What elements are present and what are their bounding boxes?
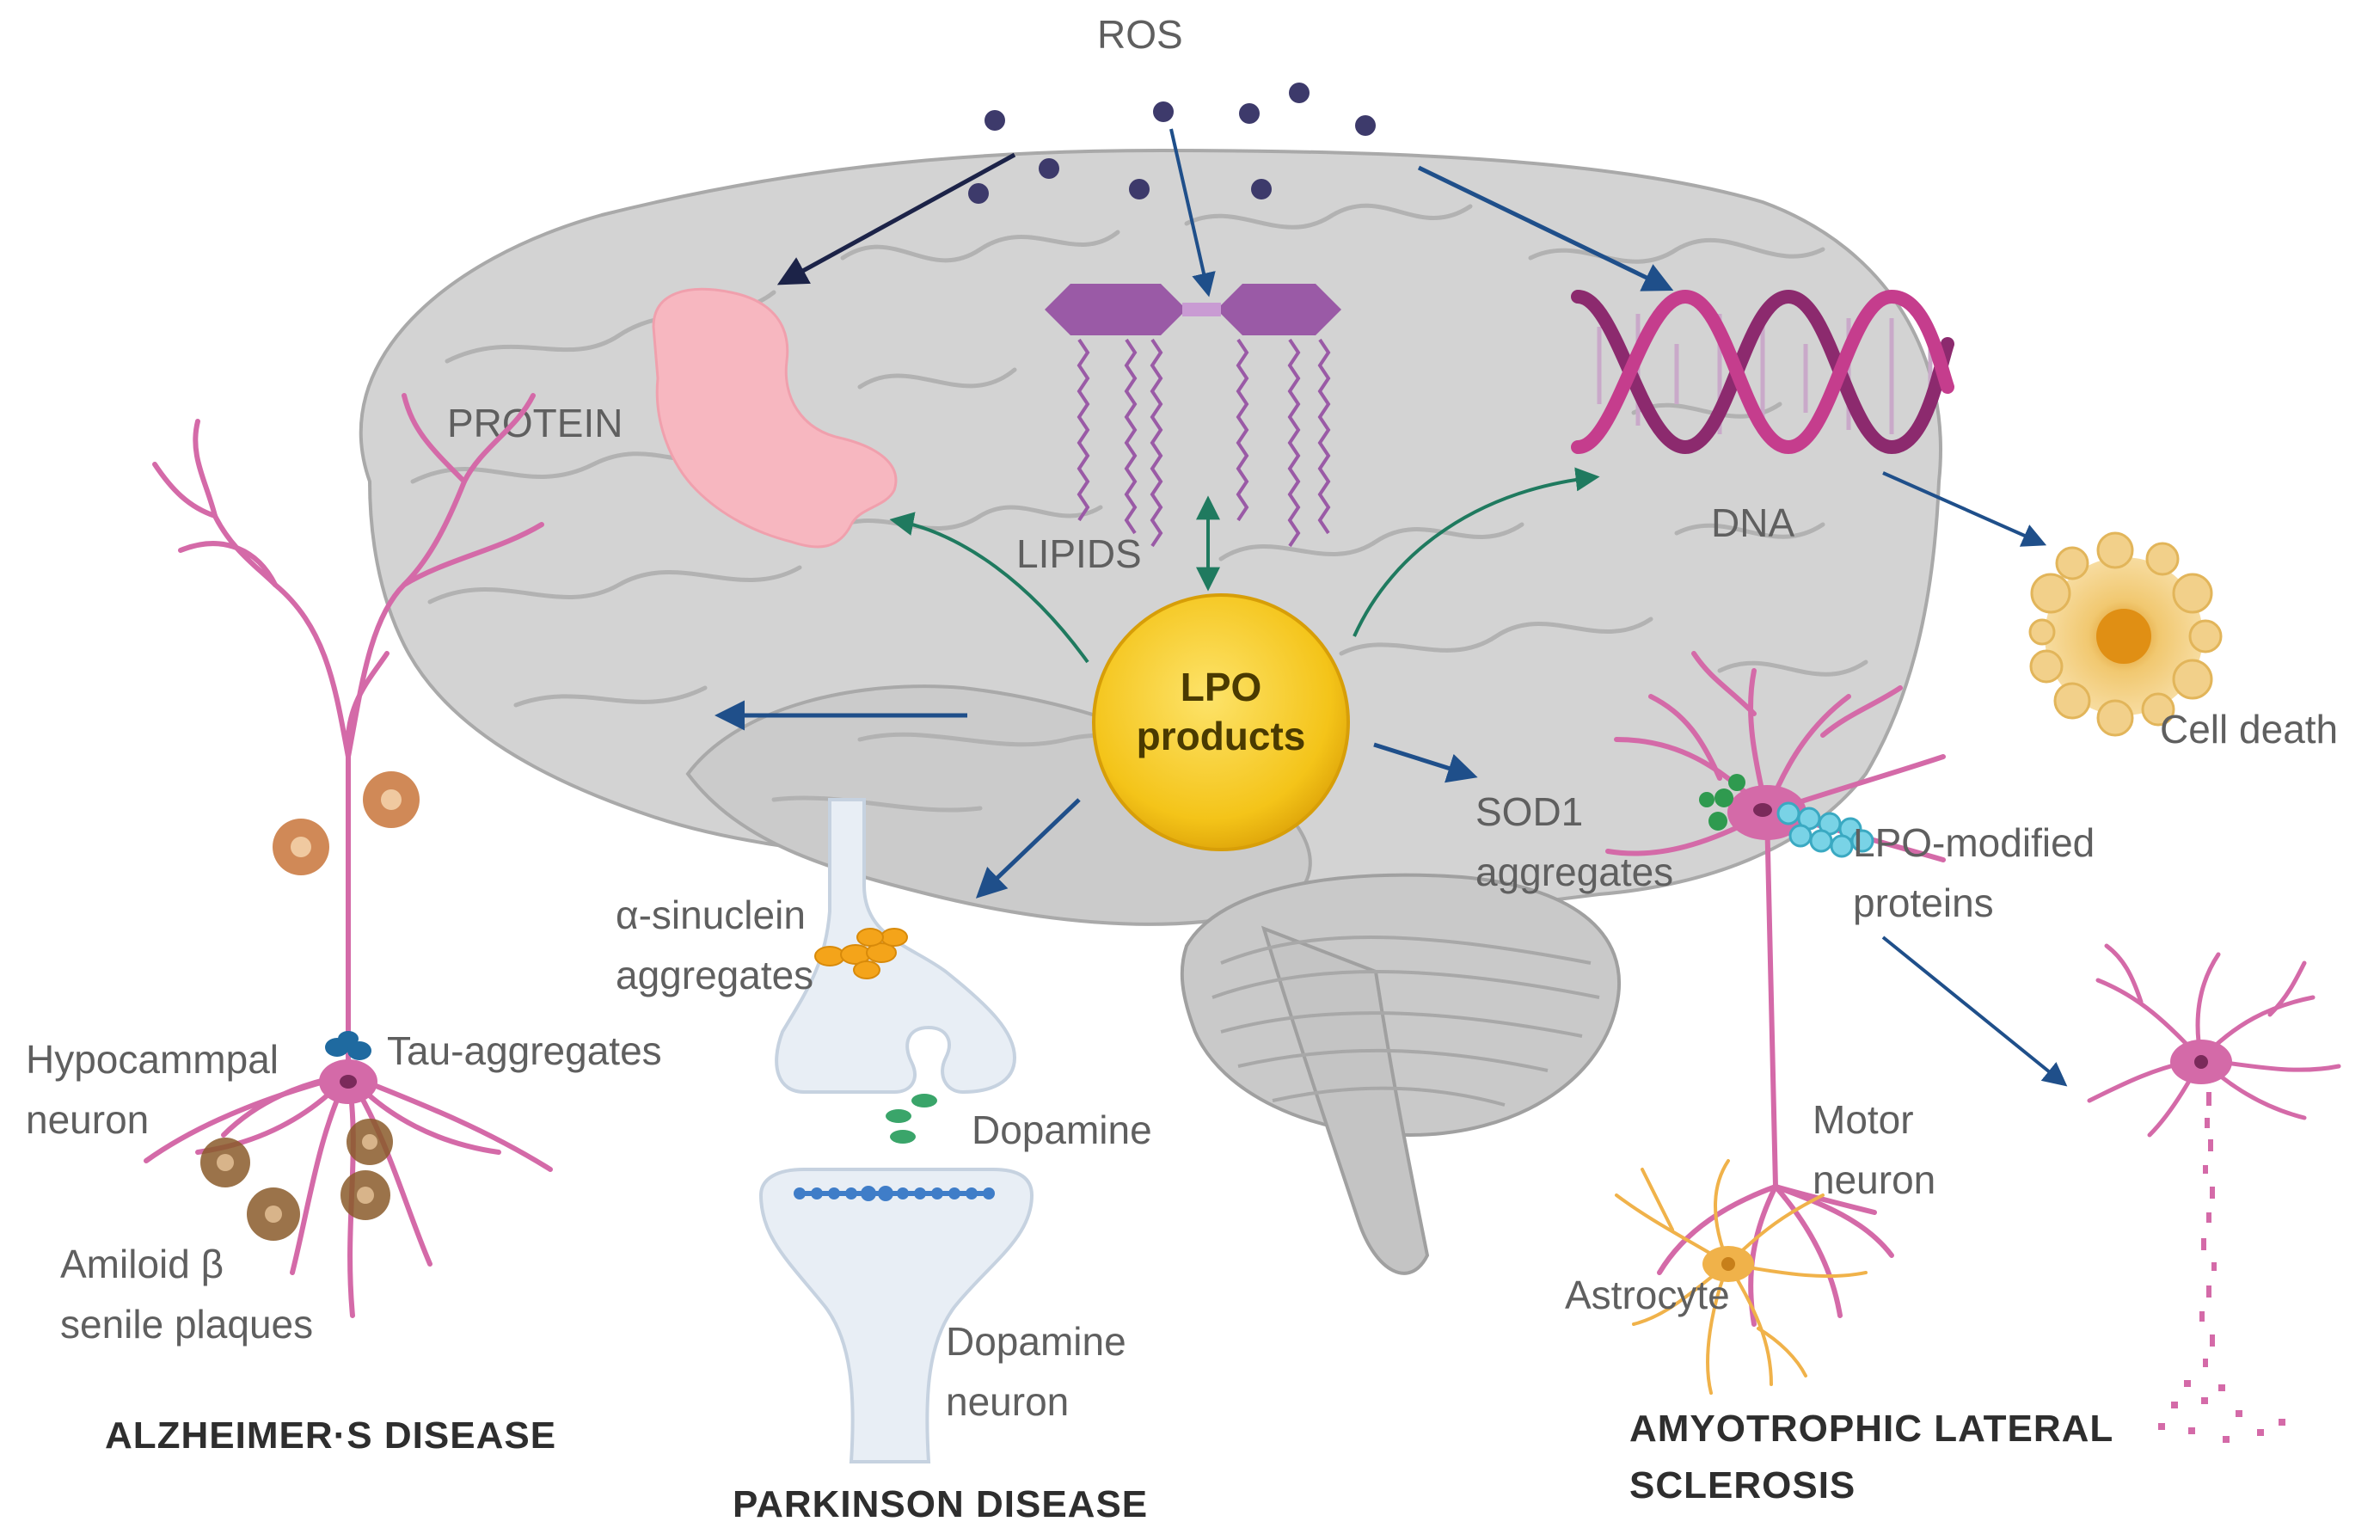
alpha-synuclein-aggregates (814, 928, 908, 979)
sod1-aggregates-icon (1699, 774, 1745, 831)
degenerated-motor-neuron (2087, 943, 2341, 1138)
hippocampal-label-line2: neuron (26, 1097, 149, 1142)
astrocyte-label: Astrocyte (1565, 1273, 1730, 1317)
arrow-dna-to-cell-death (1882, 471, 2047, 547)
amyloid-plaques (200, 771, 420, 1241)
ros-label: ROS (1097, 12, 1183, 57)
dna-helix (1571, 289, 1954, 455)
parkinson-title: PARKINSON DISEASE (733, 1483, 1148, 1525)
dna-label: DNA (1711, 500, 1794, 545)
arrow-lpo-to-dna (1353, 467, 1600, 637)
sod1-label-line1: SOD1 (1475, 789, 1583, 834)
sod1-label-line2: aggregates (1475, 850, 1673, 894)
arrow-ros-to-dna (1417, 165, 1674, 291)
alpha-synuclein-label-line2: aggregates (616, 953, 813, 997)
arrow-ros-to-lipids (1169, 128, 1216, 298)
fragmented-axon (2158, 1092, 2285, 1443)
lpo-label-line2: products (1137, 714, 1306, 758)
lpo-modified-label-line1: LPO-modified (1853, 820, 2095, 865)
amyloid-label-line2: senile plaques (60, 1302, 313, 1347)
dopamine-receptors (794, 1186, 995, 1201)
lpo-modified-label-line2: proteins (1853, 880, 1994, 925)
als-title-line2: SCLEROSIS (1629, 1464, 1856, 1506)
arrow-als-to-degenerated-neuron (1881, 936, 2068, 1087)
alpha-synuclein-label-line1: α-sinuclein (616, 893, 806, 937)
degenerated-neuron-nucleus (2194, 1055, 2208, 1069)
dopamine-molecules (886, 1094, 937, 1144)
motor-neuron-nucleus (1753, 803, 1772, 817)
cerebellum-folia (1211, 936, 1600, 1107)
lpo-modified-proteins-icon (1776, 801, 1874, 858)
arrow-lpo-to-parkinson (975, 798, 1081, 899)
lpo-products-circle (1092, 593, 1350, 851)
dying-cell (2028, 531, 2223, 737)
brain-sulci (410, 203, 1868, 813)
postsynaptic-terminal (758, 1168, 1034, 1463)
dopamine-label: Dopamine (972, 1107, 1152, 1152)
als-title-line1: AMYOTROPHIC LATERAL (1629, 1408, 2113, 1450)
cerebellum (1180, 873, 1622, 1138)
amyloid-label-line1: Amiloid β (60, 1242, 224, 1286)
lpo-label-line1: LPO (1181, 665, 1262, 709)
motor-neuron-label-line2: neuron (1813, 1157, 1935, 1202)
lipid-molecule (1045, 284, 1341, 548)
alzheimer-title: ALZHEIMER·S DISEASE (105, 1414, 556, 1457)
motor-neuron-label-line1: Motor (1813, 1097, 1914, 1142)
astrocyte-nucleus (1721, 1257, 1735, 1271)
arrow-lpo-to-sod1 (1373, 742, 1478, 783)
lipids-label: LIPIDS (1016, 531, 1142, 576)
hippocampal-neuron-nucleus (340, 1075, 357, 1089)
tau-aggregates-icon (325, 1031, 371, 1060)
ros-particles (968, 83, 1376, 204)
dopamine-neuron-label-line1: Dopamine (946, 1319, 1126, 1364)
cell-death-label: Cell death (2160, 707, 2338, 752)
hippocampal-label-line1: Hypocammpal (26, 1037, 279, 1082)
protein-shape (652, 287, 898, 549)
tau-aggregates-label: Tau-aggregates (387, 1028, 662, 1073)
arrow-lpo-to-protein (889, 512, 1089, 664)
arrow-ros-to-protein (776, 152, 1016, 285)
dopamine-neuron-label-line2: neuron (946, 1379, 1069, 1424)
protein-label: PROTEIN (447, 401, 623, 445)
